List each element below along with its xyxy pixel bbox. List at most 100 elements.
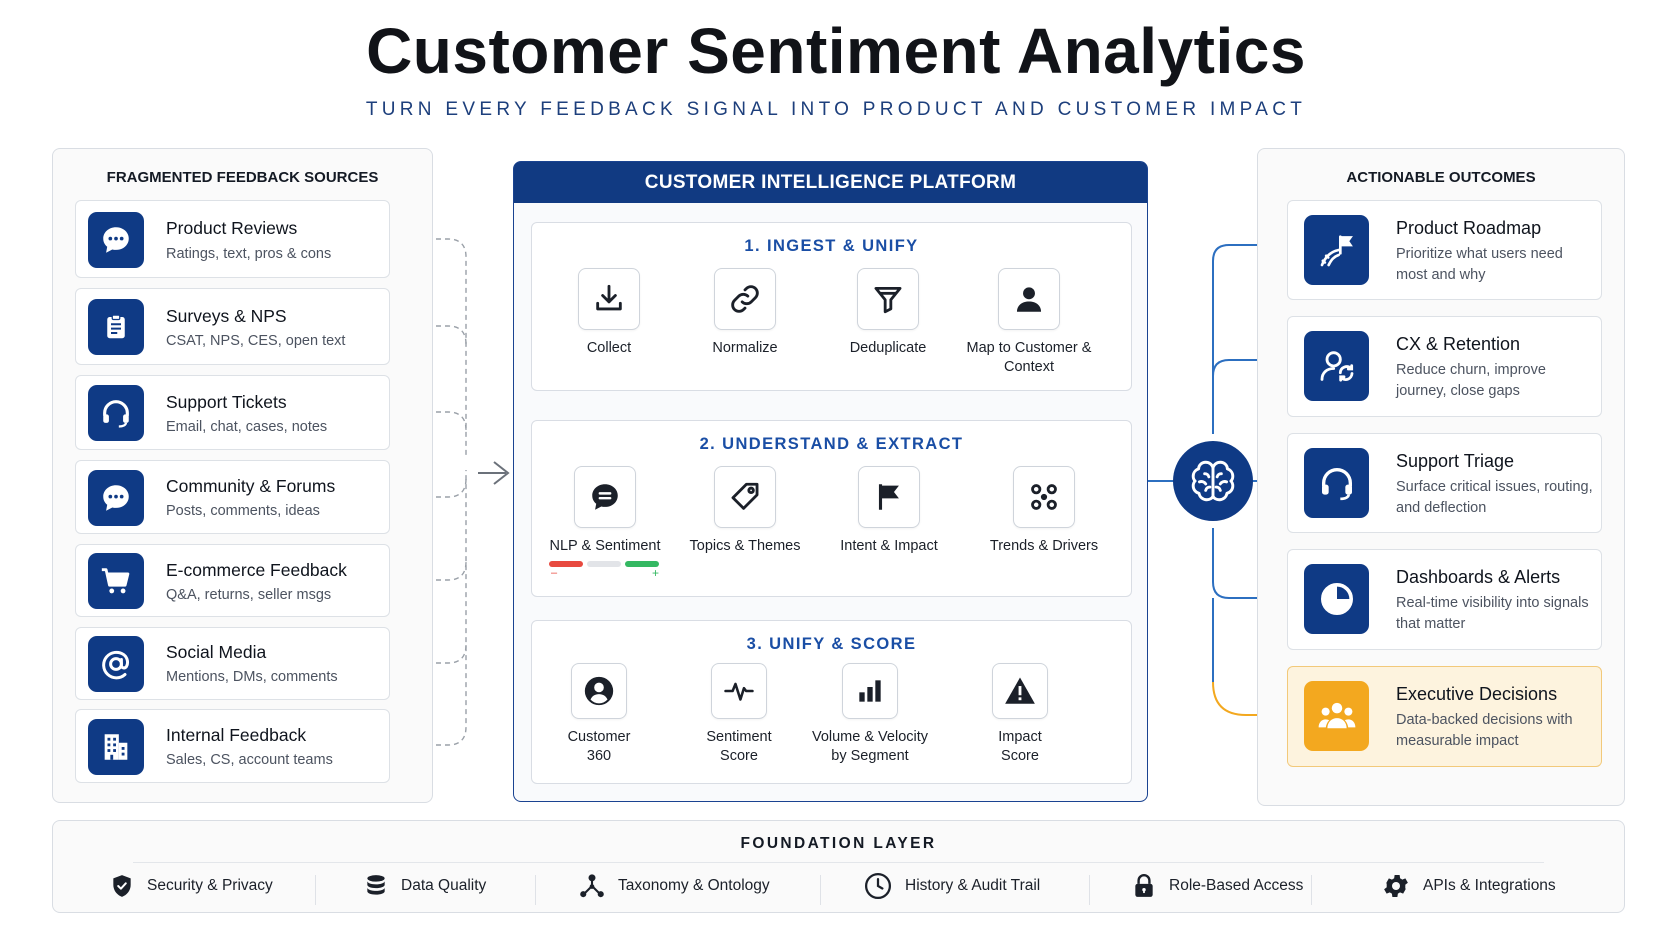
bar-chart-icon: [842, 663, 898, 719]
step-normalize[interactable]: Normalize: [670, 268, 820, 358]
step-customer-360[interactable]: Customer 360: [524, 663, 674, 766]
foundation-label: Role-Based Access: [1169, 877, 1304, 894]
source-title: Product Reviews: [166, 218, 298, 238]
foundation-separator: [1311, 875, 1312, 905]
step-nlp-sentiment[interactable]: NLP & Sentiment – +: [530, 466, 680, 580]
step-sentiment-score[interactable]: Sentiment Score: [664, 663, 814, 766]
stage-title: 1. INGEST & UNIFY: [744, 237, 919, 255]
outcome-desc: Data-backed decisions with measurable im…: [1396, 712, 1573, 749]
source-title: Internal Feedback: [166, 725, 307, 745]
source-card-social-media[interactable]: Social Media Mentions, DMs, comments: [75, 627, 390, 700]
step-map-customer[interactable]: Map to Customer & Context: [954, 268, 1104, 377]
headset-icon: [88, 385, 144, 441]
foundation-heading: FOUNDATION LAYER: [740, 835, 937, 852]
source-desc: Ratings, text, pros & cons: [166, 246, 332, 262]
step-label: Impact Score: [998, 729, 1042, 764]
foundation-separator: [535, 875, 536, 905]
stage-title: 2. UNDERSTAND & EXTRACT: [699, 435, 964, 453]
outcome-desc: Prioritize what users need most and why: [1396, 246, 1563, 283]
outcome-desc: Reduce churn, improve journey, close gap…: [1396, 362, 1546, 399]
platform-panel: CUSTOMER INTELLIGENCE PLATFORM 1. INGEST…: [513, 161, 1148, 802]
outcome-card-cx-retention[interactable]: CX & Retention Reduce churn, improve jou…: [1287, 316, 1602, 417]
foundation-panel: FOUNDATION LAYER Security & Privacy Data…: [52, 820, 1625, 913]
foundation-item-history[interactable]: History & Audit Trail: [863, 867, 1040, 905]
clock-icon: [863, 871, 893, 901]
stage-unify-score: 3. UNIFY & SCORE Customer 360 Sentiment …: [531, 620, 1132, 784]
step-intent-impact[interactable]: Intent & Impact: [814, 466, 964, 556]
message-icon: [574, 466, 636, 528]
step-label: Sentiment Score: [706, 729, 772, 764]
at-sign-icon: [88, 636, 144, 692]
outcome-desc: Surface critical issues, routing, and de…: [1396, 479, 1593, 516]
foundation-item-role-access[interactable]: Role-Based Access: [1131, 867, 1303, 905]
brain-hub[interactable]: [1173, 441, 1253, 521]
outcome-card-product-roadmap[interactable]: Product Roadmap Prioritize what users ne…: [1287, 200, 1602, 300]
user-circle-icon: [571, 663, 627, 719]
sentiment-positive-label: +: [651, 566, 659, 580]
source-card-internal-feedback[interactable]: Internal Feedback Sales, CS, account tea…: [75, 709, 390, 783]
chat-bubble-icon: [88, 212, 144, 268]
foundation-divider: [133, 862, 1544, 863]
stage-ingest-unify: 1. INGEST & UNIFY Collect Normalize Dedu…: [531, 222, 1132, 391]
team-icon: [1304, 681, 1369, 751]
source-desc: Mentions, DMs, comments: [166, 669, 338, 685]
foundation-item-data-quality[interactable]: Data Quality: [363, 867, 486, 905]
outcome-title: Executive Decisions: [1396, 684, 1558, 704]
outcome-card-dashboards-alerts[interactable]: Dashboards & Alerts Real-time visibility…: [1287, 549, 1602, 650]
outcome-card-executive-decisions[interactable]: Executive Decisions Data-backed decision…: [1287, 666, 1602, 767]
flag-icon: [858, 466, 920, 528]
foundation-label: Taxonomy & Ontology: [618, 877, 770, 894]
source-card-community-forums[interactable]: Community & Forums Posts, comments, idea…: [75, 460, 390, 534]
funnel-icon: [857, 268, 919, 330]
step-label: Topics & Themes: [689, 538, 801, 554]
source-card-ecommerce-feedback[interactable]: E-commerce Feedback Q&A, returns, seller…: [75, 544, 390, 617]
outcome-card-support-triage[interactable]: Support Triage Surface critical issues, …: [1287, 433, 1602, 533]
step-volume-velocity[interactable]: Volume & Velocity by Segment: [790, 663, 950, 766]
step-label: NLP & Sentiment: [549, 538, 661, 554]
headset-icon: [1304, 448, 1369, 518]
source-desc: Sales, CS, account teams: [166, 752, 333, 768]
platform-heading: CUSTOMER INTELLIGENCE PLATFORM: [514, 162, 1147, 203]
source-desc: CSAT, NPS, CES, open text: [166, 333, 346, 349]
source-desc: Posts, comments, ideas: [166, 503, 320, 519]
step-topics-themes[interactable]: Topics & Themes: [670, 466, 820, 556]
outcome-desc: Real-time visibility into signals that m…: [1396, 595, 1589, 632]
sources-heading: FRAGMENTED FEEDBACK SOURCES: [106, 169, 379, 186]
step-label: Intent & Impact: [840, 538, 938, 554]
source-card-product-reviews[interactable]: Product Reviews Ratings, text, pros & co…: [75, 200, 390, 278]
sentiment-negative-label: –: [551, 567, 558, 579]
outcome-title: Dashboards & Alerts: [1396, 567, 1561, 587]
foundation-item-apis[interactable]: APIs & Integrations: [1381, 867, 1556, 905]
gear-icon: [1381, 871, 1411, 901]
user-refresh-icon: [1304, 331, 1369, 401]
shopping-cart-icon: [88, 553, 144, 609]
foundation-label: History & Audit Trail: [905, 877, 1041, 894]
stage-title: 3. UNIFY & SCORE: [746, 635, 917, 653]
step-label: Trends & Drivers: [989, 538, 1099, 554]
foundation-item-taxonomy[interactable]: Taxonomy & Ontology: [578, 867, 770, 905]
warning-icon: [992, 663, 1048, 719]
pulse-icon: [711, 663, 767, 719]
step-trends-drivers[interactable]: Trends & Drivers: [969, 466, 1119, 556]
stage-understand-extract: 2. UNDERSTAND & EXTRACT NLP & Sentiment …: [531, 420, 1132, 597]
step-impact-score[interactable]: Impact Score: [945, 663, 1095, 766]
source-card-surveys-nps[interactable]: Surveys & NPS CSAT, NPS, CES, open text: [75, 288, 390, 365]
pie-chart-icon: [1304, 564, 1369, 634]
roadmap-flag-icon: [1304, 215, 1369, 285]
hierarchy-icon: [578, 872, 606, 900]
step-label: Map to Customer & Context: [966, 340, 1092, 375]
source-card-support-tickets[interactable]: Support Tickets Email, chat, cases, note…: [75, 375, 390, 450]
step-label: Collect: [586, 340, 632, 356]
source-title: E-commerce Feedback: [166, 560, 347, 580]
foundation-label: Data Quality: [401, 877, 487, 894]
step-label: Customer 360: [567, 729, 631, 764]
step-label: Deduplicate: [849, 340, 927, 356]
sentiment-neutral-bar: [587, 561, 621, 567]
database-icon: [363, 872, 389, 900]
step-deduplicate[interactable]: Deduplicate: [813, 268, 963, 358]
chat-bubble-icon: [88, 470, 144, 526]
brain-icon: [1188, 456, 1238, 506]
step-collect[interactable]: Collect: [534, 268, 684, 358]
outcomes-heading: ACTIONABLE OUTCOMES: [1346, 169, 1536, 186]
foundation-item-security[interactable]: Security & Privacy: [109, 867, 273, 905]
